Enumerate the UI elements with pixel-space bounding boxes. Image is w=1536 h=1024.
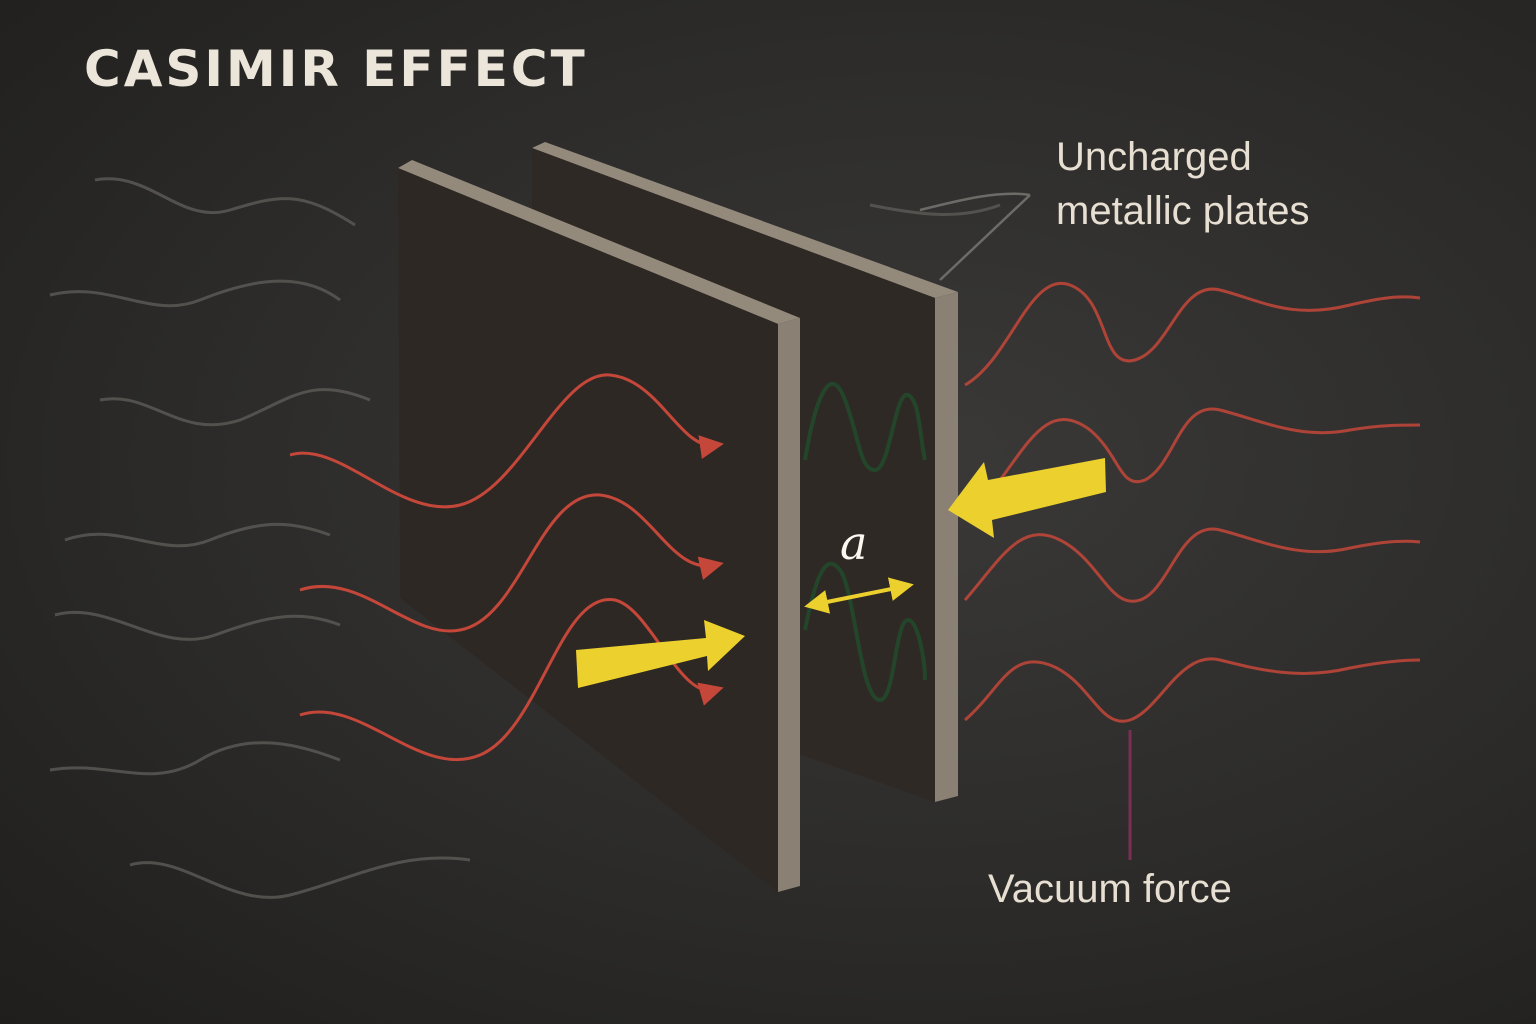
front-metal-plate <box>398 160 800 892</box>
plates-callout-line <box>919 192 1031 281</box>
vacuum-force-label: Vacuum force <box>988 867 1232 911</box>
plates-label-line2: metallic plates <box>1056 189 1310 233</box>
plates-label: Uncharged metallic plates <box>1056 130 1309 238</box>
force-arrow-right <box>948 458 1106 538</box>
separation-symbol: a <box>840 516 868 570</box>
red-vacuum-waves-right <box>963 281 1421 723</box>
plates-label-line1: Uncharged <box>1056 135 1252 179</box>
green-cavity-waves <box>803 382 927 703</box>
gray-vacuum-waves-left <box>49 177 1001 899</box>
diagram-title: CASIMIR EFFECT <box>84 40 588 98</box>
force-arrow-left <box>576 620 745 688</box>
separation-arrow <box>804 577 914 614</box>
